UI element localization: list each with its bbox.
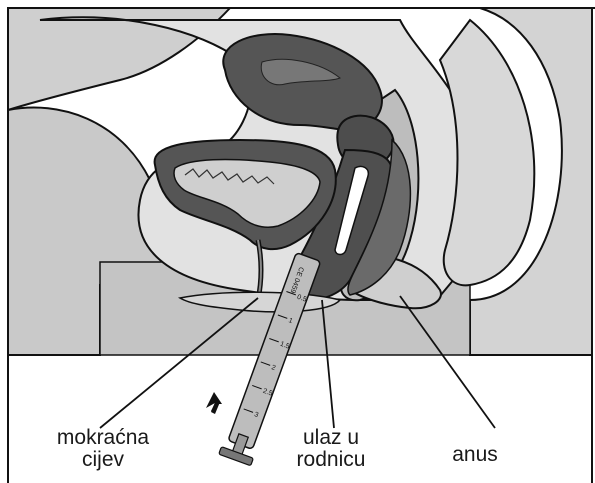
label-urethra-line1: mokraćna [18, 427, 188, 449]
label-anus: anus [430, 444, 520, 466]
label-anus-line1: anus [430, 444, 520, 466]
label-vaginal-line2: rodnicu [276, 449, 386, 471]
label-vaginal-line1: ulaz u [276, 427, 386, 449]
label-urethra: mokraćna cijev [18, 427, 188, 471]
label-vaginal-opening: ulaz u rodnicu [276, 427, 386, 471]
label-urethra-line2: cijev [18, 449, 188, 471]
